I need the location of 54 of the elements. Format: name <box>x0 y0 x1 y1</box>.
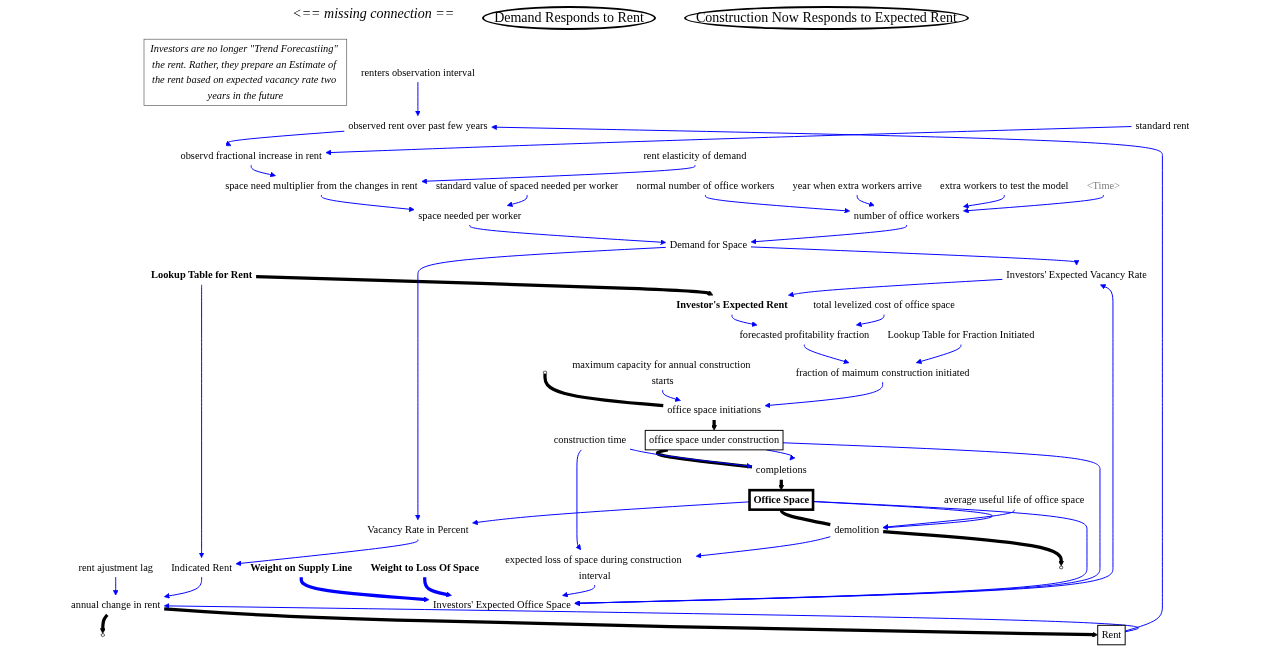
node-text: number of office workers <box>853 209 960 221</box>
loop-label: Construction Now Responds to Expected Rent <box>683 6 969 30</box>
arrow <box>711 419 718 431</box>
node-text: average useful life of office space <box>944 494 1085 506</box>
note-text: <== missing connection == <box>292 6 455 23</box>
arrow <box>423 577 453 598</box>
node-cloud <box>1059 565 1064 570</box>
node-text: expected loss of space during construction interval <box>505 553 682 581</box>
node-text: Weight to Loss Of Space <box>370 561 480 573</box>
node-text: <Time> <box>1086 179 1121 191</box>
node-box: Office Space <box>748 488 815 511</box>
node-text: demolition <box>834 523 880 535</box>
node-text: fraction of maimum construction initiated <box>795 366 970 378</box>
node-text: Investor's Expected Rent <box>676 299 788 311</box>
node-text: Vacancy Rate in Percent <box>367 523 469 535</box>
connector <box>656 448 753 469</box>
node-text: Lookup Table for Rent <box>151 269 253 281</box>
node-box: Rent <box>1097 624 1126 646</box>
node-text: maximum capacity for annual construction starts <box>572 358 751 386</box>
node-box: office space under construction <box>645 429 784 451</box>
node-box: Investors are no longer "Trend Forecastiing" the rent. Rather, they prepare an Estimate of the rent based on expected vacancy rate two years in the future <box>143 38 348 106</box>
arrow <box>778 479 785 491</box>
arrow <box>100 613 109 634</box>
node-text: normal number of office workers <box>636 179 775 191</box>
node-text: office space initiations <box>667 404 762 416</box>
node-text: Weight on Supply Line <box>250 561 353 573</box>
node-text: total levelized cost of office space <box>813 299 955 311</box>
arrow <box>164 607 1099 638</box>
node-text: Investors' Expected Office Space <box>433 599 571 611</box>
node-text: forecasted profitability fraction <box>739 329 870 341</box>
arrow <box>883 530 1065 567</box>
node-text: observed rent over past few years <box>348 119 488 131</box>
node-text: annual change in rent <box>71 599 161 611</box>
node-cloud <box>101 633 106 637</box>
node-text: completions <box>756 464 807 476</box>
node-text: extra workers to test the model <box>940 179 1069 191</box>
node-text: construction time <box>553 434 627 446</box>
arrow <box>256 275 714 296</box>
node-text: standard rent <box>1135 119 1190 131</box>
node-text: space needed per worker <box>418 209 522 221</box>
node-text: Demand for Space <box>669 239 748 251</box>
node-text: rent ajustment lag <box>78 561 154 573</box>
node-text: observd fractional increase in rent <box>180 149 323 161</box>
node-text: space need multiplier from the changes in rent <box>225 179 418 191</box>
node-text: standard value of spaced needed per worker <box>436 179 619 191</box>
node-text: renters observation interval <box>361 66 476 78</box>
arrow <box>299 577 430 603</box>
node-text: rent elasticity of demand <box>643 149 747 161</box>
loop-label: Demand Responds to Rent <box>482 6 656 30</box>
node-cloud <box>543 370 548 375</box>
node-text: Indicated Rent <box>171 561 233 573</box>
node-text: Investors' Expected Vacancy Rate <box>1006 269 1148 281</box>
node-text: Lookup Table for Fraction Initiated <box>887 329 1035 341</box>
node-text: year when extra workers arrive <box>792 179 923 191</box>
